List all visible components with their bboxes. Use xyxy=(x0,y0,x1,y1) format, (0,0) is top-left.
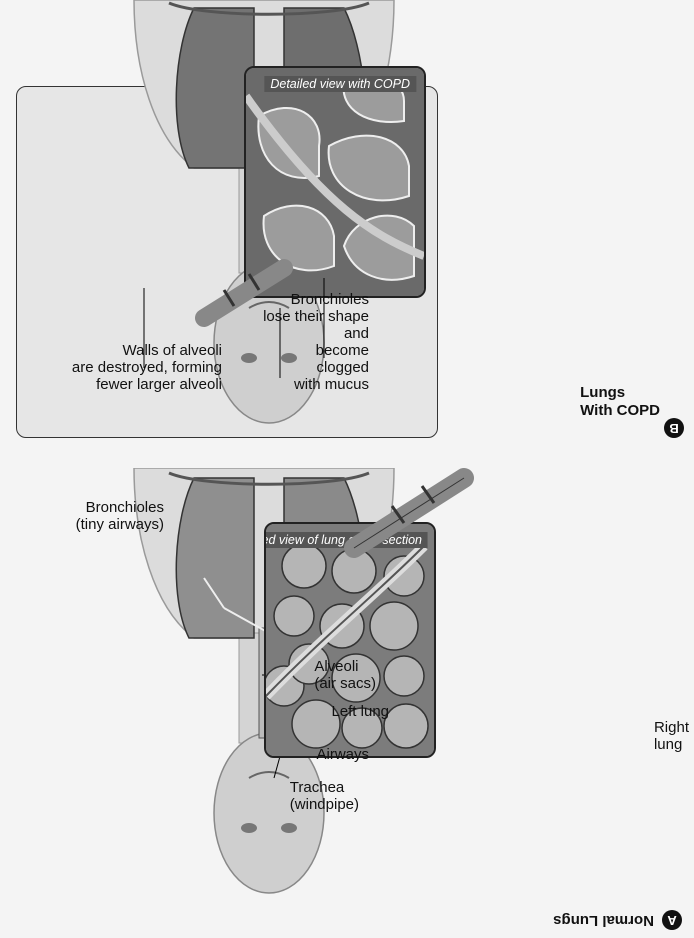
copd-alveoli-walls-label: Walls of alveoli are destroyed, forming … xyxy=(72,342,222,393)
left-lung-label: Left lung xyxy=(331,703,389,720)
copd-label-leaders xyxy=(0,0,694,468)
right-lung-label: Right lung xyxy=(654,719,689,753)
normal-bronchioles-label: Bronchioles (tiny airways) xyxy=(76,499,164,533)
normal-bronchiole-tubes xyxy=(344,468,474,558)
airways-label: Airways xyxy=(316,746,369,763)
normal-eye-right xyxy=(241,823,257,833)
copd-bronchioles-label: Bronchioles lose their shape and become … xyxy=(263,291,369,393)
alveoli-illustration xyxy=(266,524,434,756)
normal-left-lung xyxy=(176,478,254,638)
normal-eye-left xyxy=(281,823,297,833)
alveoli-label: Alveoli (air sacs) xyxy=(314,658,376,692)
trachea-label: Trachea (windpipe) xyxy=(290,779,359,813)
